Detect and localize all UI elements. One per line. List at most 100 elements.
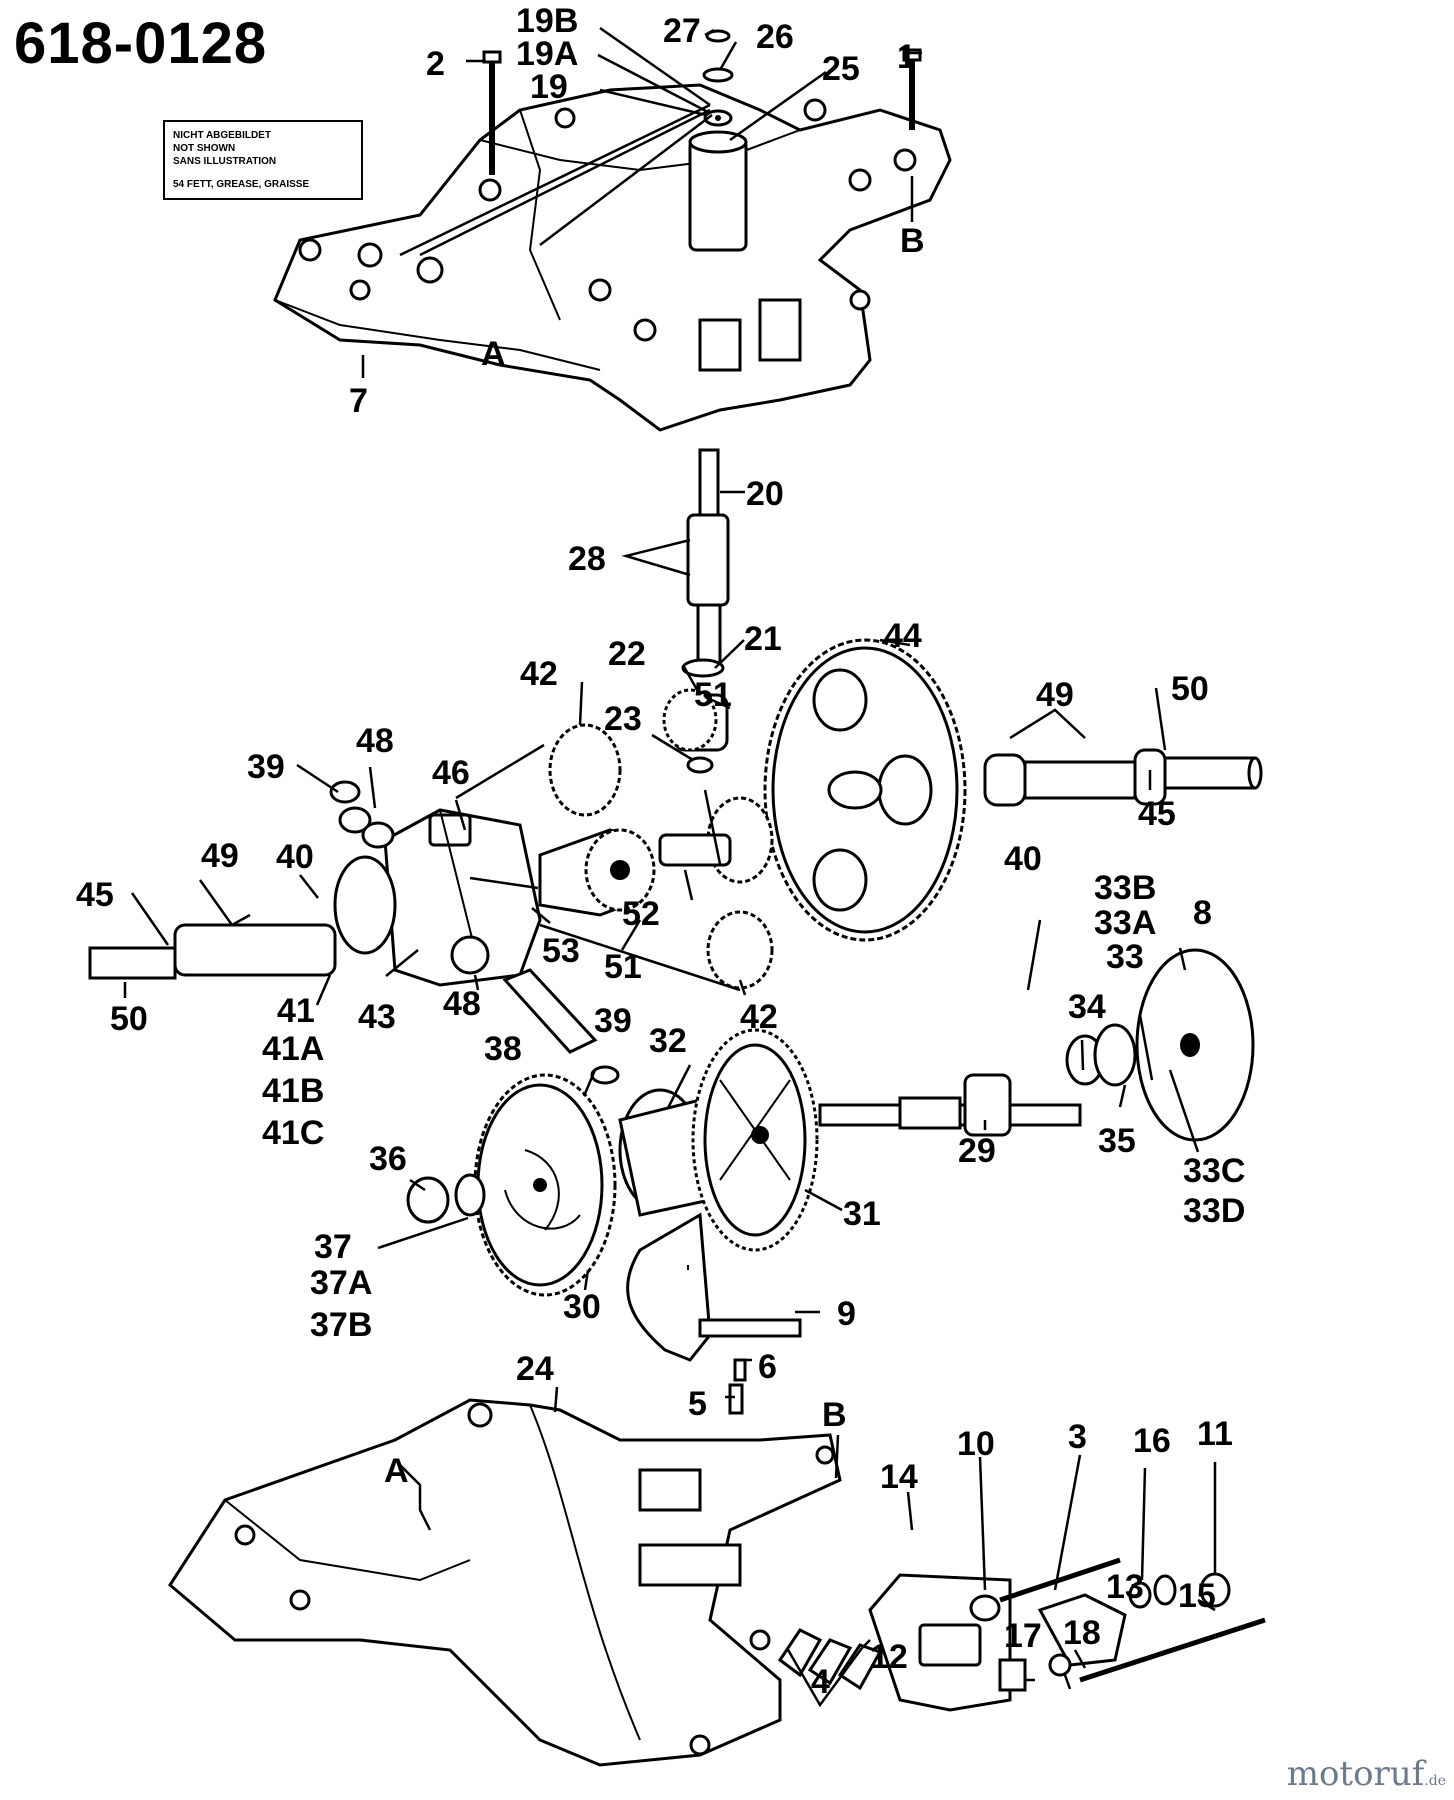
callout-38: 38 (484, 1030, 522, 1068)
callout-46: 46 (432, 754, 470, 792)
washer-stack (702, 29, 734, 127)
bolt-1 (902, 48, 922, 130)
callout-40-right: 40 (1004, 840, 1042, 878)
callout-27: 27 (663, 12, 701, 50)
callout-20: 20 (746, 475, 784, 513)
callout-labels: 1 2 3 4 5 6 7 8 9 10 11 12 13 14 15 16 1… (76, 2, 1245, 1701)
callout-48-top: 48 (356, 722, 394, 760)
callout-33B: 33B (1094, 869, 1156, 907)
callout-26: 26 (756, 18, 794, 56)
callout-50-left: 50 (110, 1000, 148, 1038)
callout-19B: 19B (516, 2, 578, 40)
leader-lines (123, 26, 1217, 1708)
brake-assembly (777, 1557, 1266, 1712)
callout-41A: 41A (262, 1030, 324, 1068)
diagram-title: 618-0128 (14, 11, 268, 76)
disk-8 (1135, 948, 1255, 1142)
note-line-2: NOT SHOWN (173, 143, 236, 154)
bevel-gears (548, 688, 774, 990)
upper-housing (273, 83, 952, 432)
lower-housing (168, 1398, 842, 1767)
callout-41: 41 (277, 992, 315, 1030)
cross-shaft-38 (329, 780, 620, 1085)
callout-33: 33 (1106, 938, 1144, 976)
watermark: motoruf.de (1287, 1754, 1446, 1794)
callout-40-left: 40 (276, 838, 314, 876)
callout-7: 7 (349, 382, 368, 420)
callout-11: 11 (1197, 1415, 1233, 1453)
callout-33D: 33D (1183, 1192, 1245, 1230)
callout-18: 18 (1063, 1614, 1101, 1652)
callout-50-right: 50 (1171, 670, 1209, 708)
callout-33C: 33C (1183, 1152, 1245, 1190)
callout-42-bottom: 42 (740, 998, 778, 1036)
callout-32: 32 (649, 1022, 687, 1060)
watermark-tld: .de (1424, 1773, 1446, 1789)
callout-17: 17 (1004, 1617, 1042, 1655)
callout-44: 44 (884, 617, 922, 655)
callout-1: 1 (897, 38, 916, 76)
callout-9: 9 (837, 1295, 856, 1333)
callout-49-right: 49 (1036, 676, 1074, 714)
callout-28: 28 (568, 540, 606, 578)
callout-53: 53 (542, 932, 580, 970)
callout-23: 23 (604, 700, 642, 738)
callout-29: 29 (958, 1132, 996, 1170)
callout-33A: 33A (1094, 904, 1156, 942)
callout-2: 2 (426, 45, 445, 83)
bolt-2 (482, 50, 502, 175)
callout-A-bottom: A (384, 1452, 409, 1490)
callout-8: 8 (1193, 894, 1212, 932)
callout-22: 22 (608, 635, 646, 673)
spur-gear-44 (763, 638, 967, 942)
callout-51-top: 51 (694, 676, 732, 714)
ring-gear-31 (618, 1028, 819, 1252)
callout-5: 5 (688, 1385, 707, 1423)
callout-35: 35 (1098, 1122, 1136, 1160)
pulley-30 (473, 1073, 617, 1297)
shift-fork (626, 1212, 802, 1415)
callout-49-left: 49 (201, 837, 239, 875)
callout-42-top: 42 (520, 655, 558, 693)
axle-left (88, 806, 397, 980)
callout-43: 43 (358, 998, 396, 1036)
callout-39-top: 39 (247, 748, 285, 786)
callout-31: 31 (843, 1195, 881, 1233)
callout-24: 24 (516, 1350, 554, 1388)
callout-12: 12 (870, 1638, 908, 1676)
callout-B-bottom: B (822, 1396, 847, 1434)
callout-15: 15 (1178, 1577, 1216, 1615)
callout-41B: 41B (262, 1072, 324, 1110)
callout-37: 37 (314, 1228, 352, 1266)
callout-36: 36 (369, 1140, 407, 1178)
callout-51-bottom: 51 (604, 948, 642, 986)
not-shown-note: NICHT ABGEBILDET NOT SHOWN SANS ILLUSTRA… (163, 120, 363, 200)
callout-B-top: B (900, 222, 925, 260)
nut-36-37 (406, 1173, 486, 1224)
note-line-3: SANS ILLUSTRATION (173, 156, 277, 167)
callout-45-right: 45 (1138, 795, 1176, 833)
callout-37B: 37B (310, 1306, 372, 1344)
callout-25: 25 (822, 50, 860, 88)
callout-52: 52 (622, 895, 660, 933)
callout-4: 4 (811, 1663, 830, 1701)
callout-A-top: A (481, 335, 506, 373)
callout-45-left: 45 (76, 876, 114, 914)
callout-21: 21 (744, 620, 782, 658)
callout-13: 13 (1106, 1568, 1144, 1606)
watermark-brand: motoruf (1286, 1754, 1425, 1794)
callout-30: 30 (563, 1288, 601, 1326)
callout-14: 14 (880, 1458, 918, 1496)
pinion-shaft-29 (818, 1017, 1180, 1137)
callout-3: 3 (1068, 1418, 1087, 1456)
note-line-4: 54 FETT, GREASE, GRAISSE (173, 179, 310, 190)
callout-10: 10 (957, 1425, 995, 1463)
callout-6: 6 (758, 1348, 777, 1386)
callout-37A: 37A (310, 1264, 372, 1302)
callout-19A: 19A (516, 35, 578, 73)
callout-19: 19 (530, 68, 568, 106)
callout-41C: 41C (262, 1114, 324, 1152)
axle-right (983, 748, 1263, 807)
